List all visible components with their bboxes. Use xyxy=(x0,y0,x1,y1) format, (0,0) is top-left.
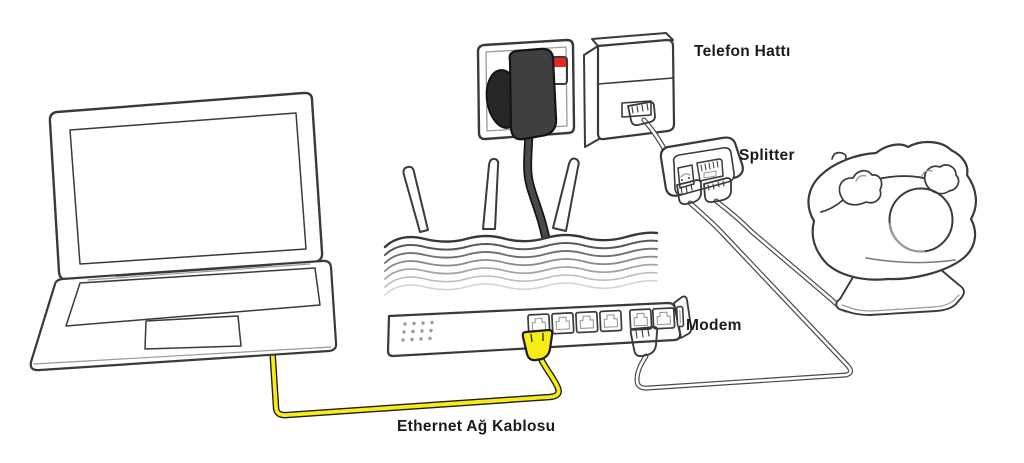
handset-left xyxy=(838,169,883,206)
phone-port-icon xyxy=(680,173,691,178)
telephone-wall-socket xyxy=(583,32,676,148)
power-cable xyxy=(523,128,553,255)
laptop-base xyxy=(29,259,338,372)
modem-vents xyxy=(401,320,434,342)
modem-antennas xyxy=(402,157,580,233)
label-modem: Modem xyxy=(686,317,742,334)
splitter-connector-modem xyxy=(676,179,702,206)
wall-cable-connector xyxy=(627,101,656,127)
phone-line-connector-modem xyxy=(629,326,659,358)
splitter-connector-phone xyxy=(703,177,732,204)
label-ethernet-kablosu: Ethernet Ağ Kablosu xyxy=(397,418,556,435)
label-telefon-hatti: Telefon Hattı xyxy=(694,43,791,60)
modem-top-waves xyxy=(383,231,659,296)
laptop xyxy=(29,91,338,372)
splitter xyxy=(659,136,744,206)
handset-right xyxy=(923,164,960,195)
splitter-to-modem-cable xyxy=(634,200,854,391)
telephone xyxy=(807,140,977,316)
laptop-keyboard xyxy=(65,267,321,327)
ethernet-connector xyxy=(521,328,554,362)
ethernet-cable xyxy=(268,340,562,419)
power-adapter xyxy=(485,47,558,141)
label-splitter: Splitter xyxy=(739,147,795,164)
laptop-trackpad xyxy=(144,315,242,350)
modem xyxy=(383,231,693,362)
